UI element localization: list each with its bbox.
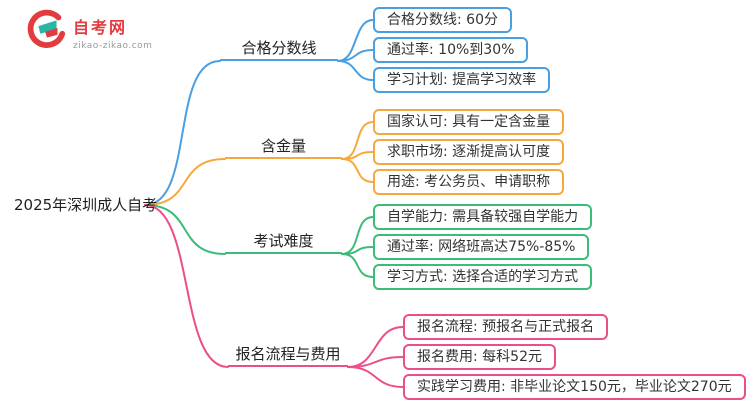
leaf-study-method: 学习方式: 选择合适的学习方式 (373, 264, 593, 290)
leaf-registration-fee: 报名费用: 每科52元 (403, 344, 556, 370)
connector-root-to-branch (144, 204, 226, 255)
connector-root-to-branch (144, 60, 221, 206)
leaf-usage: 用途: 考公务员、申请职称 (373, 169, 565, 195)
branch-label-exam-difficulty: 考试难度 (225, 231, 342, 254)
leaf-registration-process: 报名流程: 预报名与正式报名 (403, 314, 609, 340)
branch-label-value: 含金量 (225, 136, 342, 159)
leaf-pass-score: 合格分数线: 60分 (373, 7, 512, 33)
connector-root-to-branch (144, 204, 229, 368)
leaf-online-pass-rate: 通过率: 网络班高达75%-85% (373, 234, 590, 260)
connector-branch-to-leaf (337, 60, 374, 81)
connector-branch-to-leaf (341, 158, 374, 183)
leaf-study-plan: 学习计划: 提高学习效率 (373, 67, 551, 93)
site-url: zikao-zikao.com (73, 41, 153, 51)
branch-label-registration-fee-flow: 报名流程与费用 (228, 344, 348, 367)
leaf-pass-rate: 通过率: 10%到30% (373, 37, 529, 63)
branch-label-pass-score-line: 合格分数线 (220, 38, 338, 61)
site-logo-icon (26, 8, 68, 50)
site-logo: 自考网 zikao-zikao.com (26, 8, 152, 51)
site-name: 自考网 (73, 18, 128, 37)
connector-branch-to-leaf (347, 366, 404, 388)
leaf-national-recognition: 国家认可: 具有一定含金量 (373, 109, 565, 135)
connector-branch-to-leaf (341, 121, 374, 160)
connector-branch-to-leaf (347, 326, 404, 368)
connector-branch-to-leaf (341, 216, 374, 255)
root-node: 2025年深圳成人自考 (14, 196, 158, 214)
connector-root-to-branch (144, 158, 226, 206)
site-logo-text: 自考网 zikao-zikao.com (73, 14, 152, 51)
leaf-job-market: 求职市场: 逐渐提高认可度 (373, 139, 565, 165)
connector-branch-to-leaf (341, 246, 374, 255)
connector-branch-to-leaf (341, 253, 374, 278)
connector-branch-to-leaf (341, 151, 374, 160)
leaf-practice-fee: 实践学习费用: 非毕业论文150元，毕业论文270元 (403, 374, 746, 400)
leaf-self-study-ability: 自学能力: 需具备较强自学能力 (373, 204, 593, 230)
